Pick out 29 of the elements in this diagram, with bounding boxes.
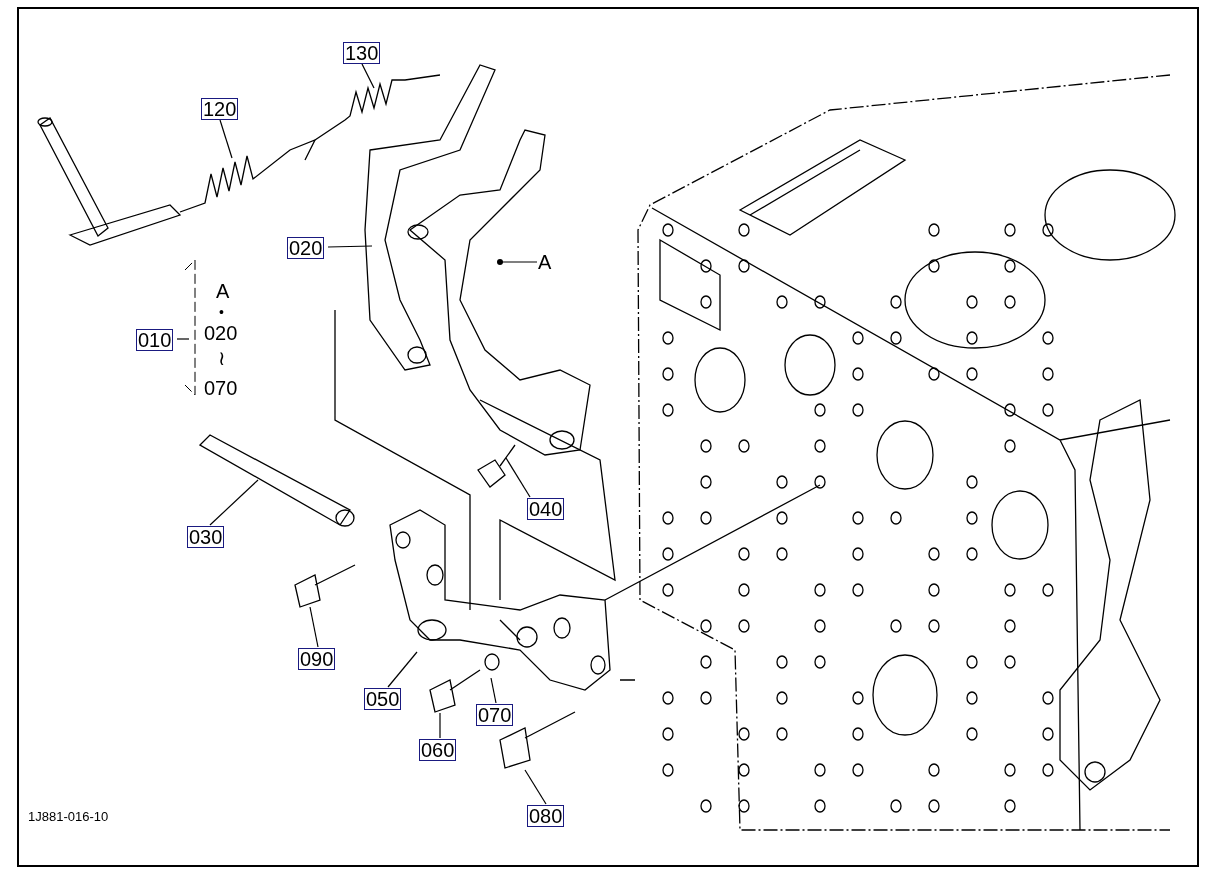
leader-line xyxy=(524,769,547,805)
callout-number: 050 xyxy=(364,688,402,710)
callout-number: 030 xyxy=(187,526,225,548)
callout-number: 130 xyxy=(343,42,381,64)
callout-number: 090 xyxy=(298,648,336,670)
bracket-letter: A xyxy=(216,280,230,302)
callout-number: 060 xyxy=(419,739,457,761)
leader-line xyxy=(309,606,319,648)
leader-line xyxy=(387,651,418,688)
drawing-number: 1J881-016-10 xyxy=(28,808,109,826)
leader-line xyxy=(505,457,531,498)
callout-number: 080 xyxy=(527,805,565,827)
bracket-number: 020 xyxy=(204,322,238,344)
leader-line xyxy=(497,259,538,265)
leader-line xyxy=(219,119,233,159)
callout-number: 070 xyxy=(476,704,514,726)
bracket-number: 070 xyxy=(204,377,238,399)
callout-number: 040 xyxy=(527,498,565,520)
leader-line xyxy=(209,479,259,526)
leader-line xyxy=(439,712,441,739)
callout-number: 010 xyxy=(136,329,174,351)
callout-number: 020 xyxy=(287,237,325,259)
bracket-dot: • xyxy=(219,303,224,322)
leader-line xyxy=(361,63,375,89)
callout-number: 120 xyxy=(201,98,239,120)
leader-line xyxy=(327,245,373,248)
leader-line xyxy=(176,338,190,340)
leader-line xyxy=(490,677,497,704)
bracket-range-sign: ≀ xyxy=(218,347,226,369)
